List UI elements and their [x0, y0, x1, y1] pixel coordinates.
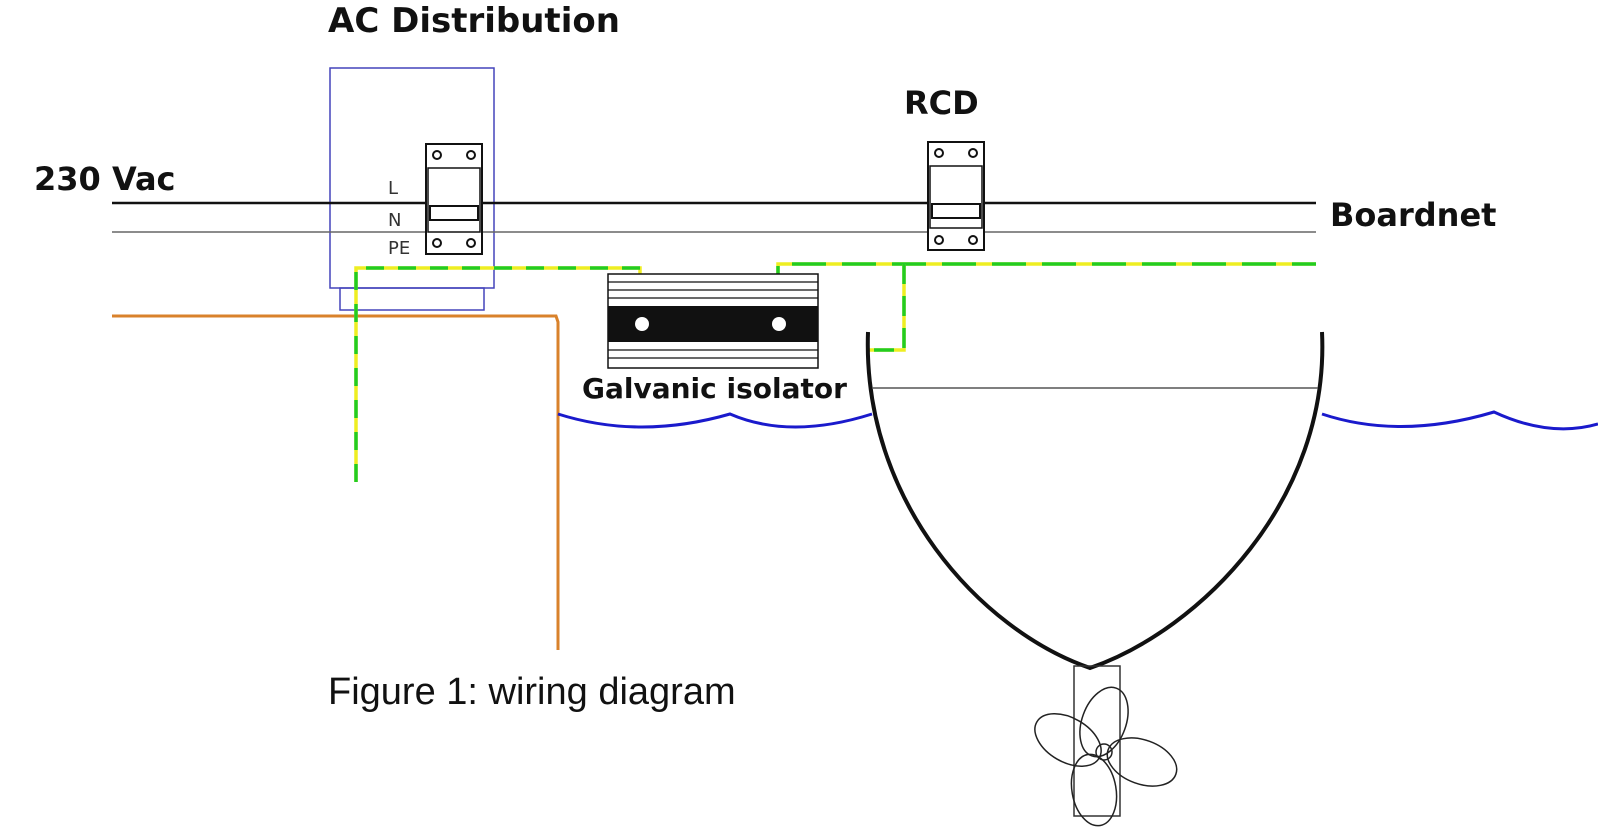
main-breaker [425, 143, 483, 255]
boardnet-label: Boardnet [1330, 196, 1496, 234]
supply-label: 230 Vac [34, 160, 176, 198]
shore-earth-wire [112, 314, 560, 650]
line-pe-label: PE [388, 238, 410, 259]
water-line-right [1321, 410, 1598, 431]
propeller-icon [1034, 686, 1178, 827]
line-n-label: N [388, 210, 401, 231]
rcd-breaker [927, 141, 985, 251]
line-l-label: L [388, 178, 398, 199]
ac-distribution-label: AC Distribution [328, 1, 620, 41]
ac-distribution-base [339, 287, 485, 311]
boat-hull [865, 331, 1325, 671]
rcd-label: RCD [904, 84, 979, 122]
galvanic-isolator-label: Galvanic isolator [582, 372, 847, 405]
figure-caption: Figure 1: wiring diagram [328, 671, 736, 713]
pe-wire-boat-side [776, 262, 1316, 352]
water-line-left [557, 412, 873, 429]
galvanic-isolator [607, 273, 819, 369]
propeller-shaft [1073, 665, 1121, 817]
